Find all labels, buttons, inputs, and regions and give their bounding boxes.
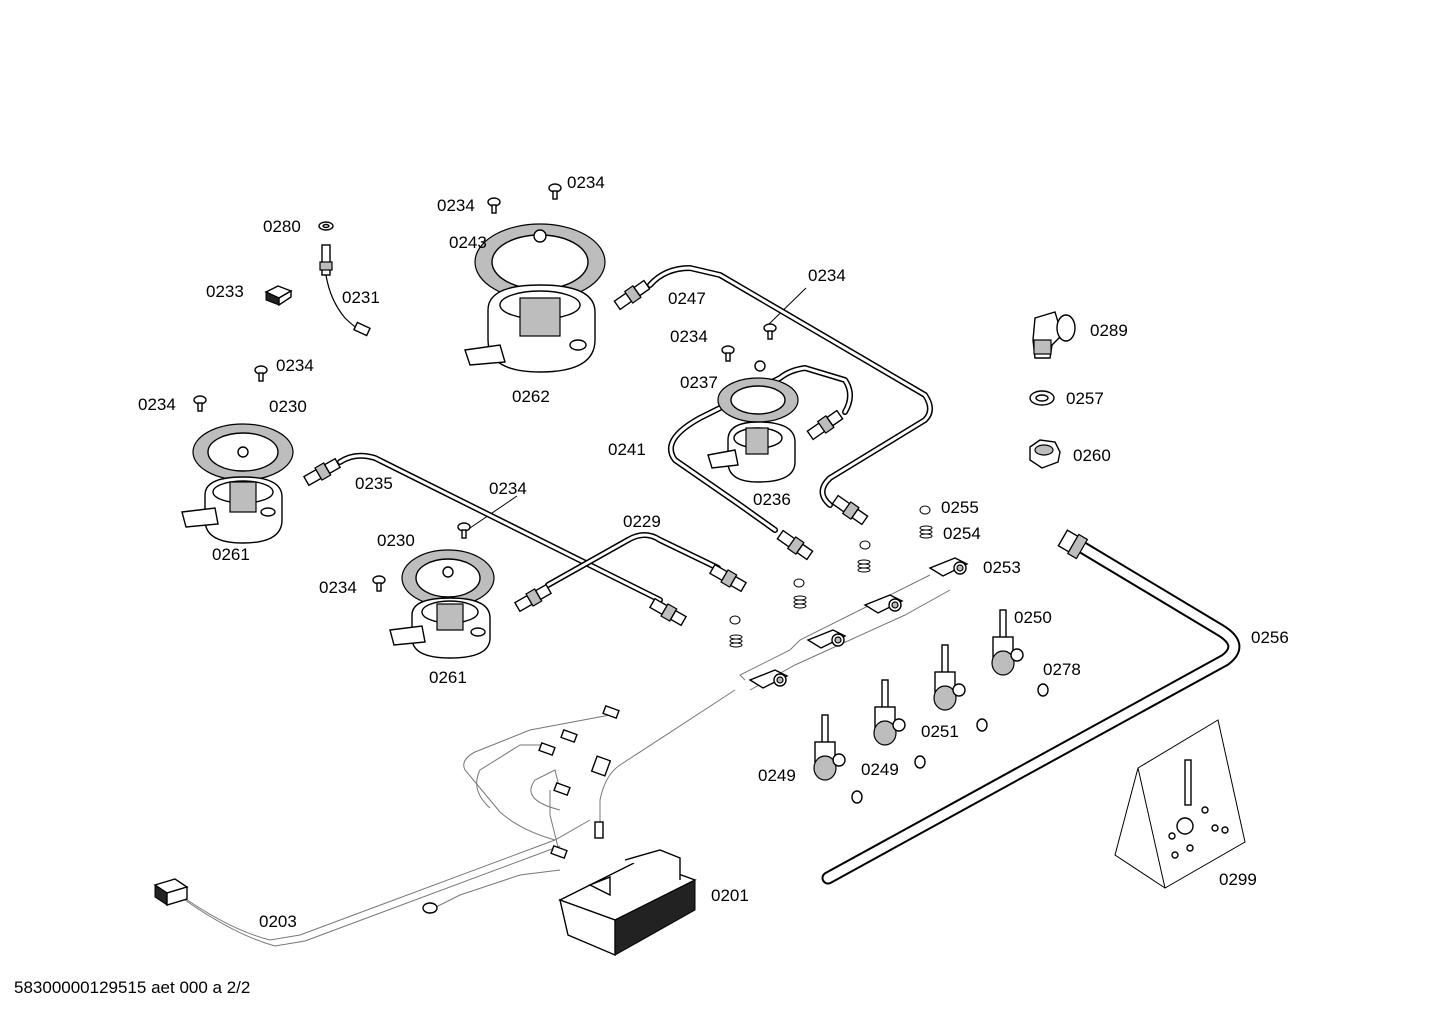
gas-pipe-0256 <box>821 533 1241 885</box>
clip-0233 <box>264 285 293 307</box>
label-0234: 0234 <box>670 327 708 346</box>
label-0234: 0234 <box>319 578 357 597</box>
gas-pipe-0241 <box>667 365 853 533</box>
label-0250: 0250 <box>1014 608 1052 627</box>
screw-0234-group <box>193 183 777 592</box>
label-0203: 0203 <box>259 912 297 931</box>
label-0261: 0261 <box>429 668 467 687</box>
wiring-harness-0203 <box>153 689 736 947</box>
gas-taps <box>813 609 1049 804</box>
label-0280: 0280 <box>263 217 301 236</box>
gas-pipe-0235 <box>337 452 663 603</box>
label-0249: 0249 <box>758 766 796 785</box>
label-0247: 0247 <box>668 289 706 308</box>
label-0237: 0237 <box>680 373 718 392</box>
label-0233: 0233 <box>206 282 244 301</box>
label-0229: 0229 <box>623 512 661 531</box>
label-0243: 0243 <box>449 233 487 252</box>
label-0251: 0251 <box>921 722 959 741</box>
elbow-0289 <box>1032 311 1076 359</box>
nut-0260 <box>1029 439 1061 469</box>
label-0241: 0241 <box>608 440 646 459</box>
label-0261: 0261 <box>212 545 250 564</box>
document-footer-code: 58300000129515 aet 000 a 2/2 <box>14 978 251 997</box>
ignition-electrode <box>318 221 371 337</box>
label-0249: 0249 <box>861 760 899 779</box>
label-0234: 0234 <box>567 173 605 192</box>
label-0201: 0201 <box>711 886 749 905</box>
label-0234: 0234 <box>808 266 846 285</box>
kit-bag-0299 <box>1114 719 1246 889</box>
label-0278: 0278 <box>1043 660 1081 679</box>
thermocouple-brackets <box>739 557 969 691</box>
label-0231: 0231 <box>342 288 380 307</box>
label-0236: 0236 <box>753 490 791 509</box>
burner-0261-front <box>389 549 495 659</box>
label-0235: 0235 <box>355 474 393 493</box>
label-0230: 0230 <box>377 531 415 550</box>
label-0257: 0257 <box>1066 389 1104 408</box>
label-0289: 0289 <box>1090 321 1128 340</box>
label-0230: 0230 <box>269 397 307 416</box>
leader-lines <box>469 287 807 529</box>
gas-pipe-0229 <box>545 532 721 588</box>
label-0262: 0262 <box>512 387 550 406</box>
label-0253: 0253 <box>983 558 1021 577</box>
clips-springs <box>729 505 933 648</box>
ignition-module-0201 <box>558 849 697 957</box>
gas-pipe-0247 <box>647 265 933 508</box>
label-0234: 0234 <box>276 356 314 375</box>
label-0234: 0234 <box>437 196 475 215</box>
label-0254: 0254 <box>943 524 981 543</box>
label-0256: 0256 <box>1251 628 1289 647</box>
label-0299: 0299 <box>1219 870 1257 889</box>
burner-0236 <box>707 360 799 483</box>
washer-0257 <box>1029 390 1055 406</box>
pipe-fittings <box>302 279 1089 627</box>
burner-0262 <box>464 223 606 373</box>
label-0234: 0234 <box>138 395 176 414</box>
label-0260: 0260 <box>1073 446 1111 465</box>
burner-0261-left <box>181 423 294 544</box>
part-labels: 0234 0234 0280 0243 0233 0231 0234 0247 … <box>138 173 1289 931</box>
label-0255: 0255 <box>941 498 979 517</box>
label-0234: 0234 <box>489 479 527 498</box>
